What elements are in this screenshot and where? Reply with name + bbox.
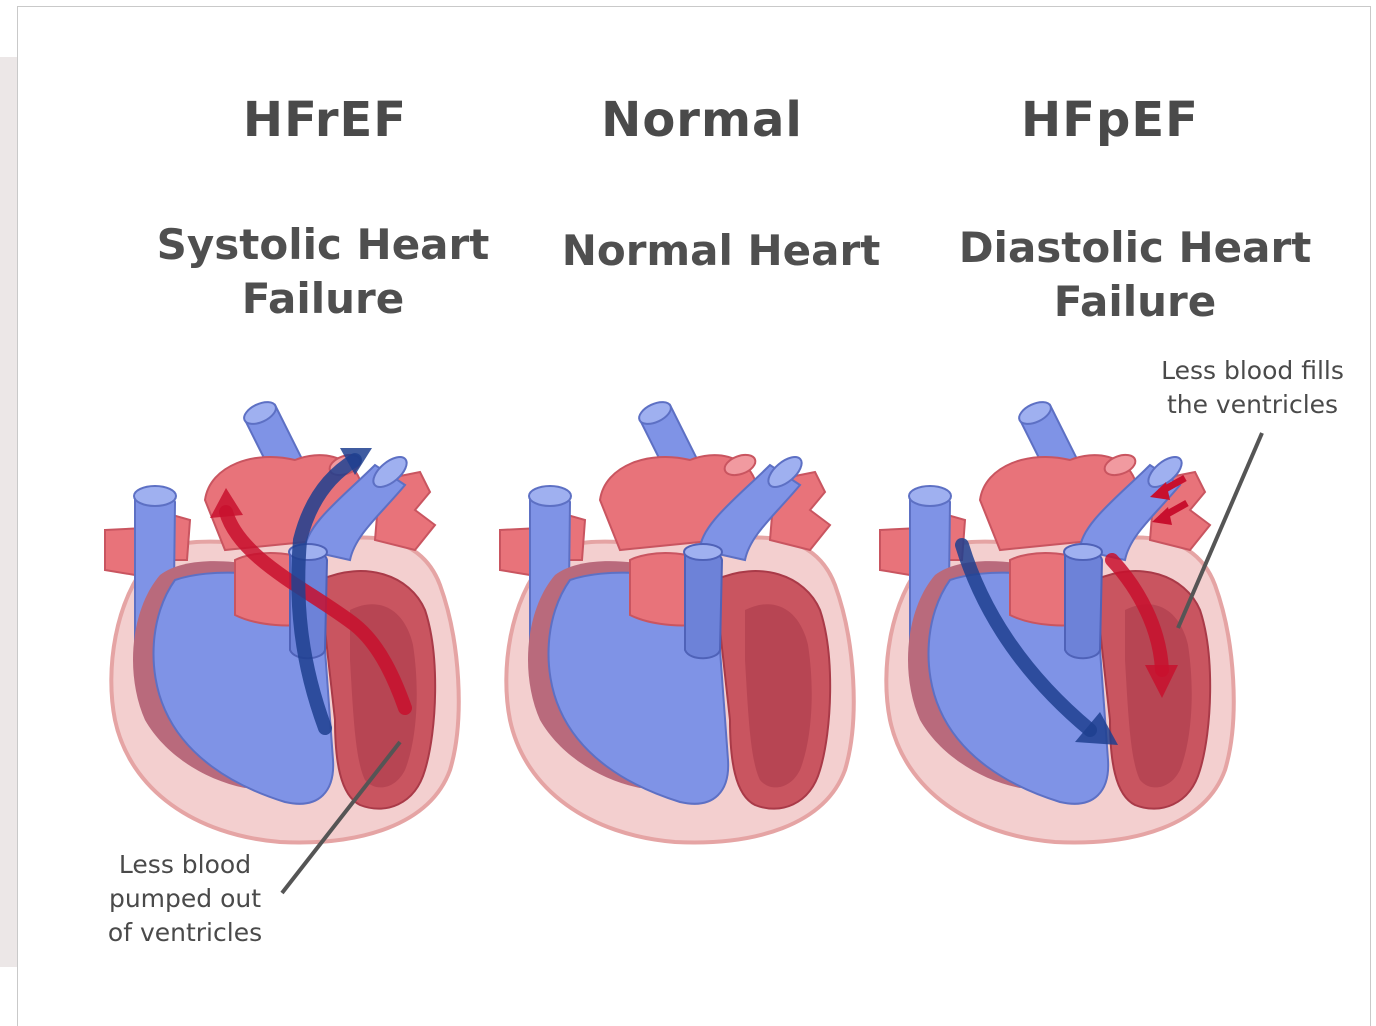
heart-normal xyxy=(500,398,854,843)
heart-hfref xyxy=(105,398,459,843)
